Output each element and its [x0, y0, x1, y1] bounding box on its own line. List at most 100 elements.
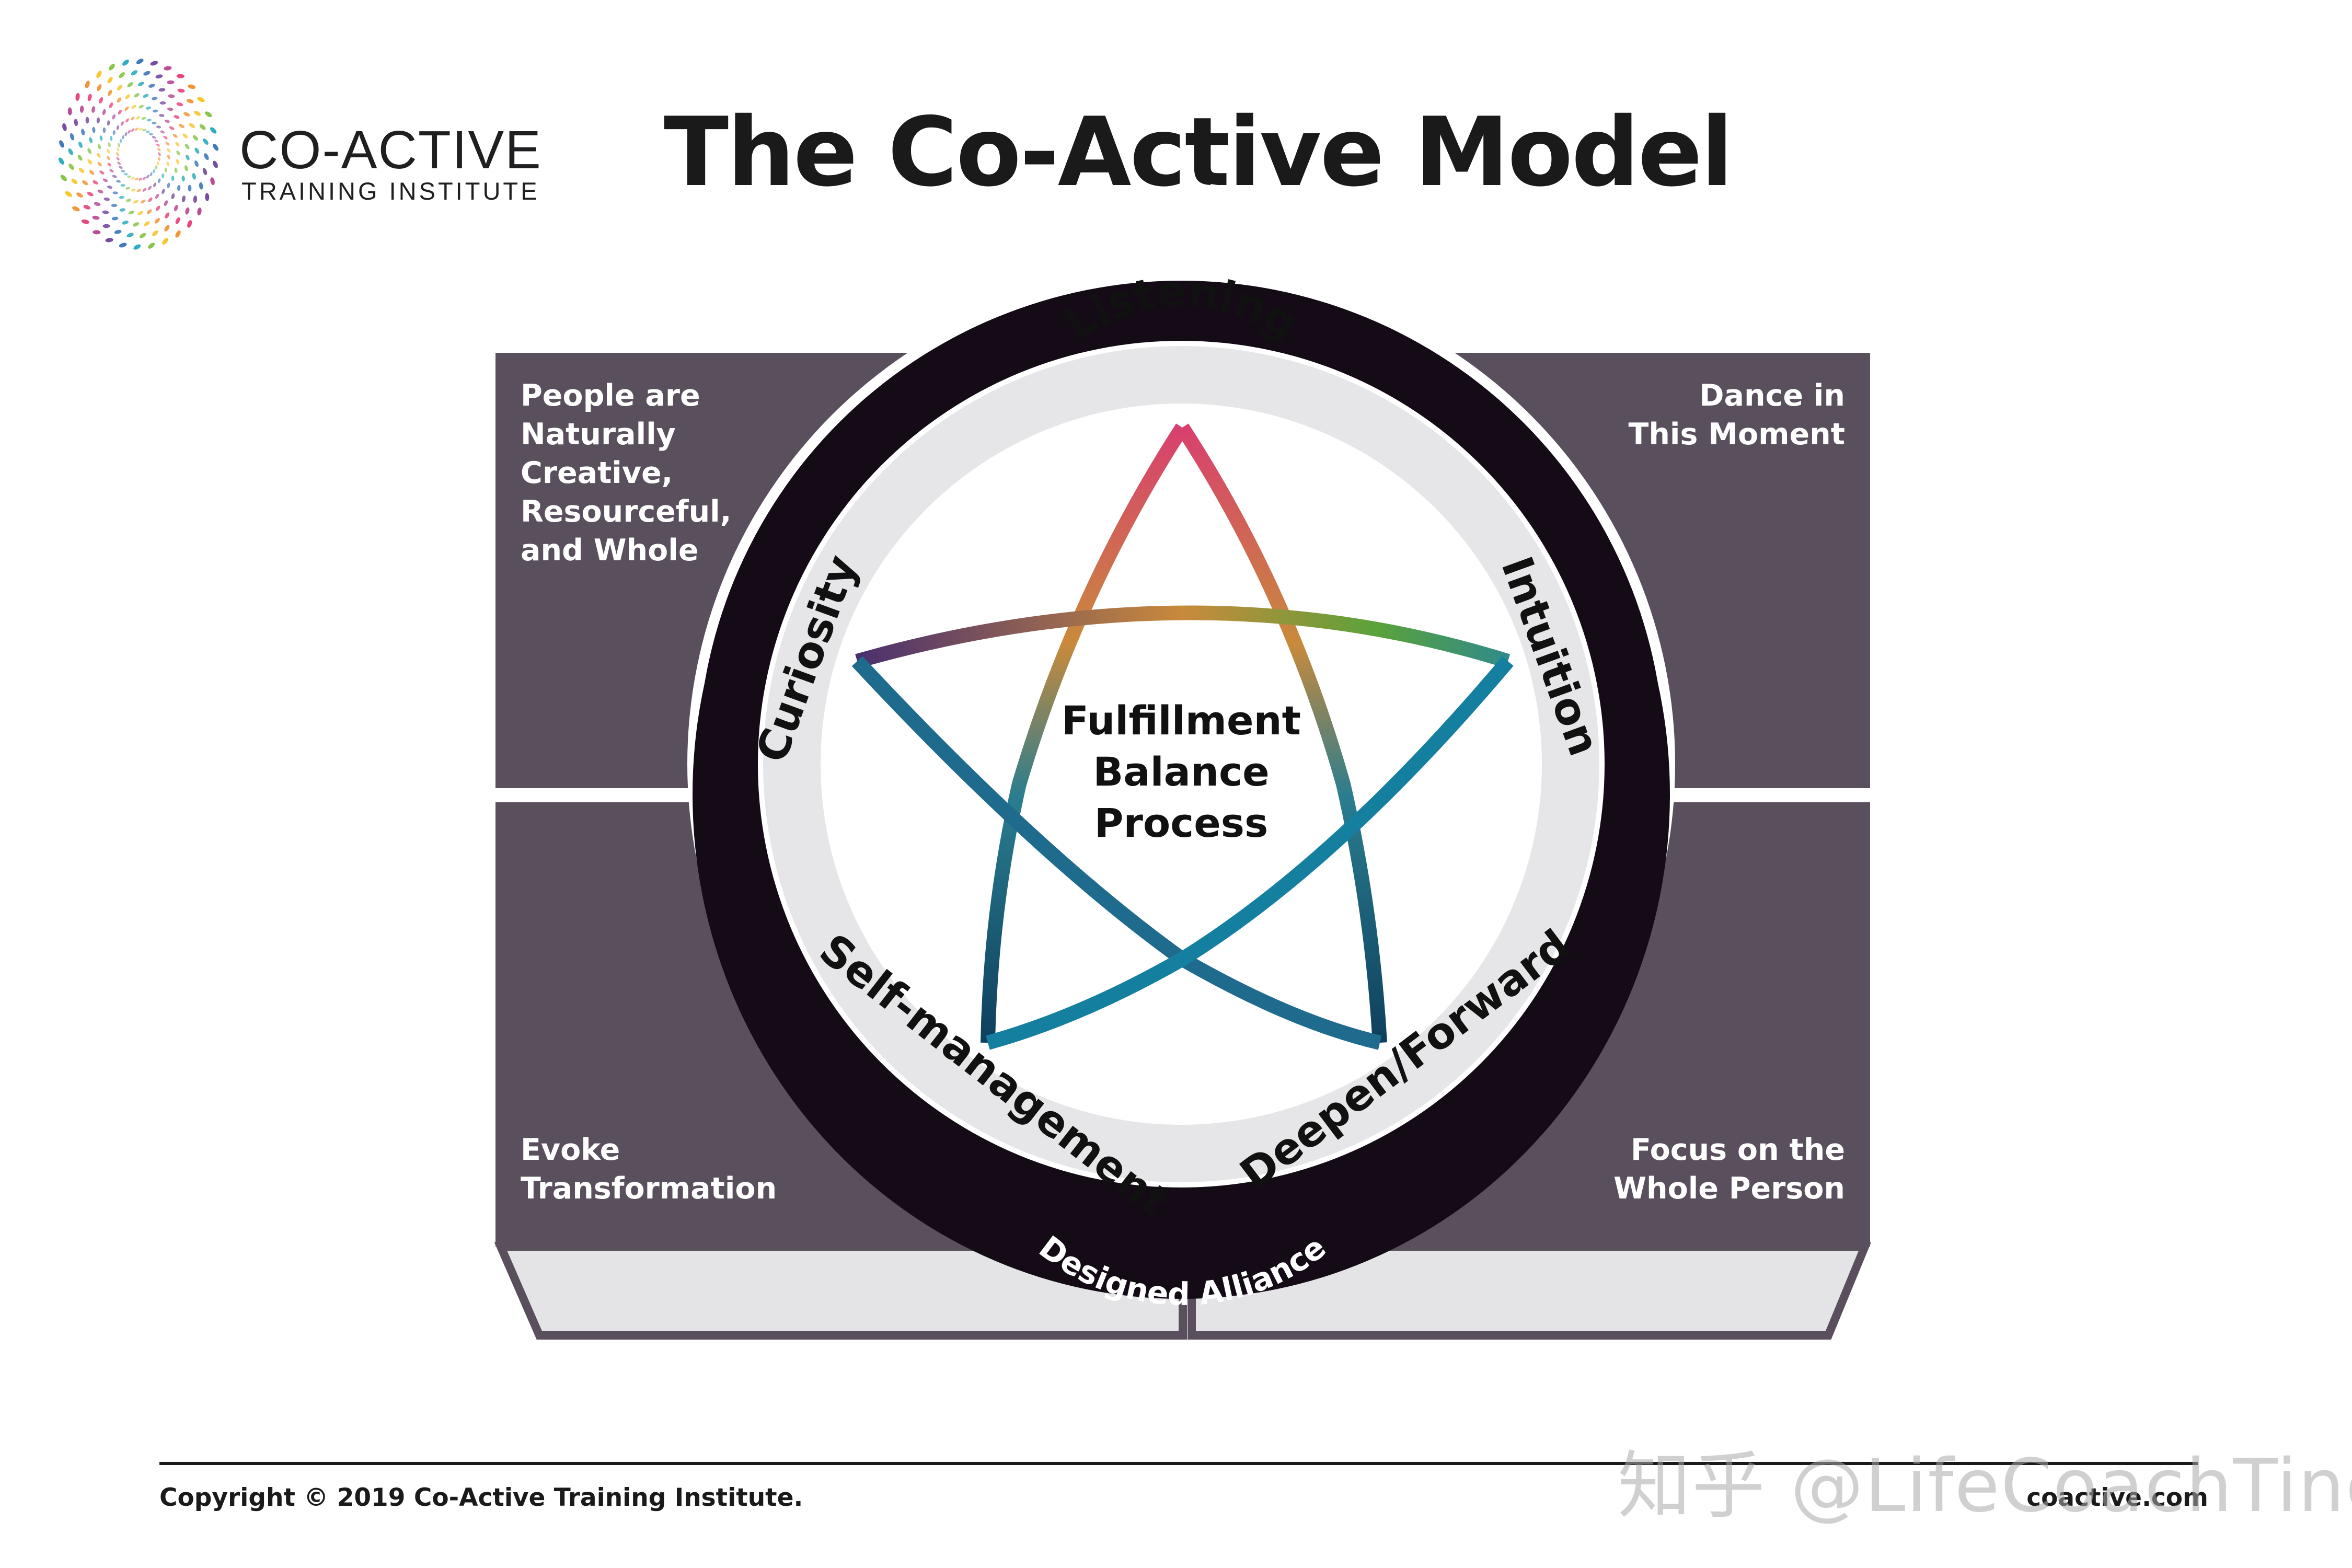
logo-petal	[162, 238, 168, 245]
logo-petal	[112, 191, 118, 194]
logo-petal	[167, 80, 175, 85]
logo-petal	[97, 84, 102, 91]
logo-petal	[131, 188, 136, 192]
logo-petal	[93, 180, 98, 185]
logo-petal	[162, 189, 165, 194]
logo-petal	[172, 134, 178, 138]
logo-petal	[155, 205, 160, 211]
logo-petal	[119, 166, 123, 169]
logo-petal	[118, 143, 120, 147]
logo-petal	[199, 182, 203, 190]
logo-petal	[96, 71, 102, 78]
logo-petal	[157, 161, 159, 166]
star-stroke-1	[981, 423, 1189, 1043]
logo-petal	[97, 162, 102, 167]
logo-petal	[109, 102, 113, 108]
logo-petal	[92, 126, 96, 133]
logo-petal	[160, 130, 165, 134]
logo-petal	[192, 135, 198, 141]
logo-petal	[184, 165, 188, 171]
logo-petal	[155, 74, 163, 79]
logo-petal	[203, 139, 209, 145]
logo-petal	[175, 217, 180, 224]
logo-petal	[149, 133, 154, 135]
logo-petal	[165, 142, 170, 146]
logo-petal	[120, 184, 125, 187]
logo-petal	[79, 167, 85, 174]
website-link[interactable]: coactive.com	[2026, 1483, 2208, 1512]
logo-petal	[75, 93, 80, 101]
logo-petal	[123, 173, 128, 176]
logo-petal	[175, 230, 181, 238]
logo-petal	[185, 144, 190, 149]
logo-petal	[112, 130, 116, 135]
logo-petal	[102, 224, 110, 228]
logo-petal	[145, 106, 152, 110]
logo-petal	[183, 112, 190, 117]
logo-petal	[79, 105, 84, 113]
logo-petal	[72, 206, 80, 212]
logo-petal	[137, 211, 143, 215]
logo-petal	[83, 205, 91, 210]
logo-petal	[93, 230, 101, 235]
logo-petal	[167, 148, 171, 153]
logo-petal	[114, 229, 122, 234]
logo-petal	[139, 233, 146, 238]
outer-ring-label-top: Designed Alliance	[1018, 176, 1344, 264]
logo-petal	[118, 109, 122, 115]
logo-petal	[112, 175, 117, 178]
logo-petal	[125, 118, 129, 123]
logo-petal	[107, 186, 113, 189]
logo-petal	[125, 199, 132, 202]
logo-petal	[71, 178, 78, 185]
logo-petal	[102, 109, 106, 116]
logo-petal	[148, 186, 152, 190]
logo-petal	[152, 121, 157, 124]
logo-petal	[157, 147, 161, 152]
logo-petal	[168, 94, 175, 98]
logo-petal	[167, 107, 174, 111]
logo-petal	[87, 148, 91, 154]
logo-petal	[112, 114, 116, 120]
logo-petal	[159, 101, 166, 105]
logo-petal	[157, 178, 161, 183]
logo-petal	[179, 123, 185, 129]
logo-petal	[164, 167, 167, 172]
logo-petal	[117, 162, 121, 165]
logo-petal	[119, 243, 127, 248]
logo-petal	[193, 195, 198, 203]
logo-petal	[117, 147, 120, 152]
base-right	[1187, 1242, 1871, 1340]
logo-petal	[107, 90, 112, 96]
logo-petal	[107, 149, 110, 154]
logo-petal	[188, 84, 196, 89]
logo-petal	[133, 244, 141, 250]
logo-petal	[176, 102, 183, 107]
logo-petal	[87, 159, 93, 165]
logo-petal	[167, 182, 170, 188]
logo-petal	[131, 128, 135, 132]
logo-petal	[107, 77, 113, 84]
logo-petal	[76, 192, 83, 198]
copyright-text: Copyright © 2019 Co-Active Training Inst…	[159, 1483, 803, 1512]
logo-petal	[120, 121, 124, 126]
logo-petal	[182, 133, 188, 139]
logo-petal	[131, 177, 135, 180]
logo-petal	[89, 137, 93, 143]
logo-petal	[174, 167, 178, 173]
logo-petal	[139, 177, 143, 181]
logo-petal	[70, 133, 75, 141]
center-disc	[821, 403, 1542, 1125]
logo-petal	[141, 199, 146, 204]
logo-petal	[155, 193, 159, 199]
logo-petal	[78, 141, 83, 148]
logo-petal	[58, 157, 64, 165]
logo-petal	[177, 88, 185, 93]
logo-petal	[139, 105, 144, 109]
logo-petal	[189, 123, 195, 128]
logo-petal	[131, 105, 136, 109]
logo-petal	[126, 233, 134, 238]
logo-petal	[164, 200, 168, 206]
logo-petal	[136, 189, 141, 192]
logo-petal	[68, 164, 74, 170]
